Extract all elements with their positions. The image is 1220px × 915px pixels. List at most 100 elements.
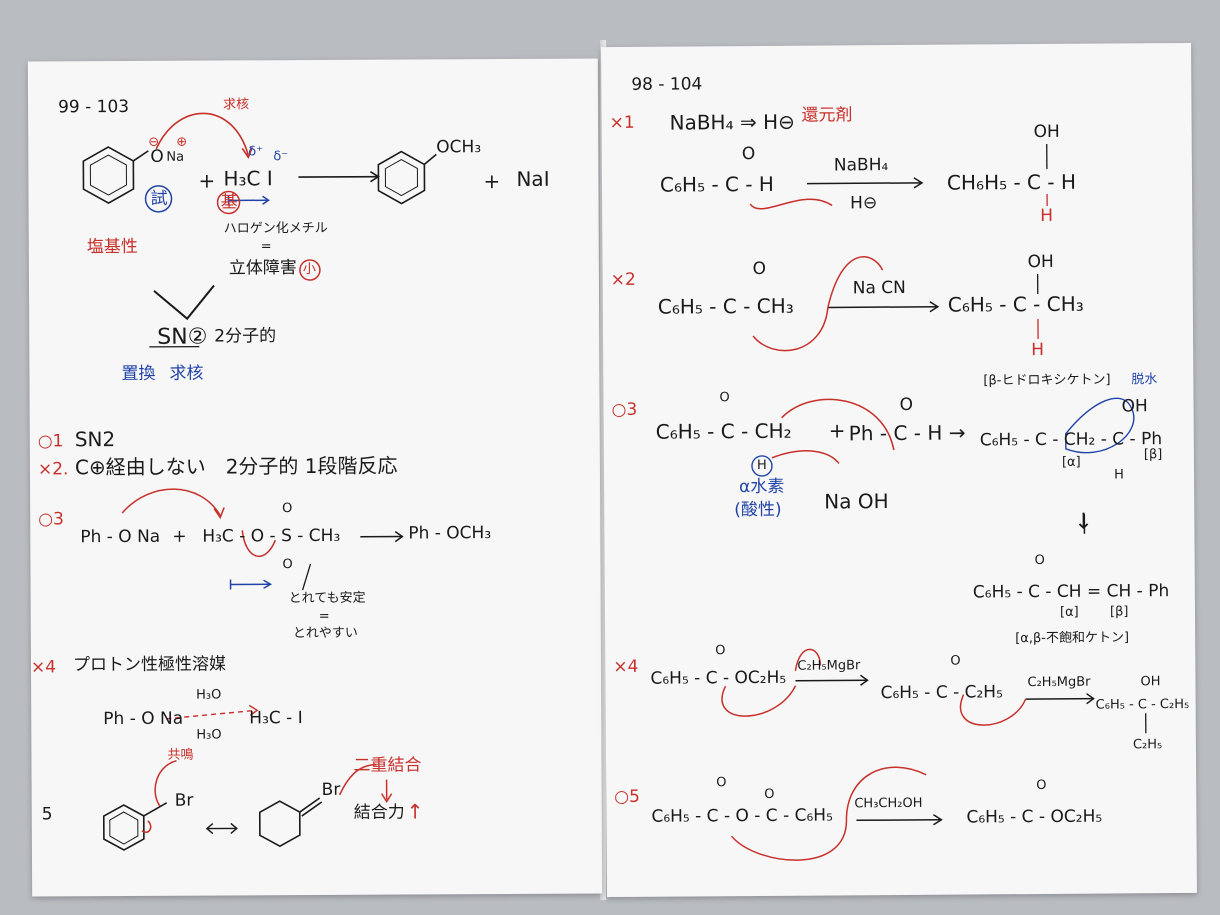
q3-phenoxide: Ph - O Na (80, 526, 161, 548)
r3-aldol-product: C₆H₅ - C - CH₂ - C - Ph (979, 429, 1163, 451)
q3-product: Ph - OCH₃ (408, 523, 492, 544)
r3-alpha-hydrogen-circle: H (756, 457, 767, 473)
r4-ketone: C₆H₅ - C - C₂H₅ (880, 682, 1003, 704)
r3-acidic-note: (酸性) (734, 499, 782, 521)
r2-reagent: Na CN (852, 277, 906, 299)
q3-note-stable: とれても安定 (288, 590, 366, 607)
q4-hydronium-bottom: H₃O (196, 727, 222, 743)
r5-ethanol: CH₃CH₂OH (854, 795, 923, 812)
r1-reducing-agent: NaBH₄ ⇒ H⊖ (669, 109, 795, 135)
r3-benzaldehyde: Ph - C - H → (848, 420, 966, 446)
r5-oxygen-3: O (1036, 777, 1047, 794)
r3-enone-oxygen: O (1034, 552, 1045, 569)
product-och3: OCH₃ (436, 137, 482, 158)
q4-phenoxide: Ph - O Na (103, 708, 184, 730)
r4-grignard-1: C₂H₅MgBr (797, 658, 861, 674)
r2-hydrogen: H (1031, 339, 1045, 361)
r5-ester-product: C₆H₅ - C - OC₂H₅ (966, 806, 1103, 828)
q3-note-equals: = (318, 608, 330, 624)
bond-strength-up-arrow: ↑ (406, 799, 424, 824)
r3-reactant: C₆H₅ - C - CH₂ (655, 418, 792, 444)
r1-note: 還元剤 (801, 105, 853, 126)
r2-hydroxyl: OH (1027, 251, 1054, 273)
substitution-label: 置換 (121, 363, 156, 385)
r3-alpha-hydrogen-note: α水素 (739, 476, 785, 498)
small-circle-label: 小 (302, 261, 316, 278)
bromine-1: Br (174, 790, 194, 811)
right-page-header: 98 - 104 (631, 74, 703, 95)
q1-mark: ○1 (37, 431, 64, 452)
q4-hydronium-top: H₃O (196, 687, 222, 703)
r3-plus: + (828, 418, 846, 443)
q5-mark: 5 (41, 804, 53, 825)
q2-mark: ×2. (37, 459, 69, 480)
double-bond-label: 二重結合 (353, 755, 422, 776)
r3-beta-label: [β] (1143, 447, 1163, 463)
q3-plus: + (172, 526, 187, 547)
basicity-label: 塩基性 (86, 236, 138, 258)
r3-unsaturated-ketone: [α,β-不飽和ケトン] (1015, 630, 1130, 647)
r3-oxygen-1: O (719, 390, 730, 406)
r2-dehydration: 脱水 (1131, 372, 1158, 388)
r1-reactant: C₆H₅ - C - H (659, 171, 774, 197)
r4-mark: ×4 (613, 656, 639, 677)
reagent-circle-label: 試 (150, 188, 168, 209)
q3-mark: ○3 (38, 509, 64, 530)
plus-sign-2: + (483, 169, 501, 194)
r2-beta-hydroxyketone: [β-ヒドロキシケトン] (983, 372, 1111, 389)
r4-ester: C₆H₅ - C - OC₂H₅ (650, 667, 787, 689)
q4-solvent: プロトン性極性溶媒 (72, 654, 227, 676)
na-plus-charge: ⊕ (176, 134, 188, 150)
r2-product: C₆H₅ - C - CH₃ (947, 291, 1084, 317)
r1-mark: ×1 (609, 112, 635, 134)
plus-sign-1: + (198, 168, 216, 193)
steric-hindrance-label: 立体障害 (228, 258, 297, 279)
nucleophilic-label: 求核 (169, 363, 204, 384)
r5-oxygen-1: O (716, 775, 727, 791)
phenoxide-o: O (150, 146, 164, 167)
sn2-mechanism: SN② (157, 324, 208, 350)
r3-enone: C₆H₅ - C - CH = CH - Ph (972, 581, 1170, 603)
bond-strength-label: 結合力 (353, 802, 405, 823)
r3-beta-label-2: [β] (1109, 604, 1129, 620)
phenoxide-na: Na (166, 149, 185, 165)
r2-oxygen: O (752, 258, 767, 280)
r1-hydride: H⊖ (850, 193, 878, 214)
q3-o-top: O (282, 501, 293, 517)
r4-oxygen-2: O (950, 653, 961, 669)
q2-answer: C⊕経由しない 2分子的 1段階反応 (74, 453, 398, 480)
r3-mark: ○3 (611, 399, 638, 421)
r2-mark: ×2 (610, 269, 636, 291)
r1-reagent: NaBH₄ (833, 155, 889, 176)
r3-oxygen-2: O (899, 394, 914, 415)
right-page-drawings (721, 143, 1147, 861)
q3-methyl-sulfonate: H₃C - O - S - CH₃ (202, 525, 341, 547)
q3-o-bottom: O (282, 557, 293, 573)
r2-reactant: C₆H₅ - C - CH₃ (657, 293, 794, 319)
q1-answer: SN2 (74, 427, 116, 452)
r3-hydrogen: H (1113, 467, 1124, 483)
r5-anhydride: C₆H₅ - C - O - C - C₆H₅ (651, 805, 833, 827)
r4-grignard-2: C₂H₅MgBr (1027, 674, 1091, 691)
resonance-label: 共鳴 (167, 747, 194, 763)
delta-plus: δ⁺ (248, 144, 264, 160)
r5-mark: ○5 (614, 786, 641, 807)
q4-methyl-iodide: H₃C - I (249, 708, 303, 729)
r5-oxygen-2: O (764, 786, 775, 802)
r4-ethyl: C₂H₅ (1132, 737, 1163, 753)
sodium-iodide: NaI (516, 166, 550, 191)
r3-down-arrow: ↓ (1074, 509, 1093, 535)
nucleophile-note: 求核 (223, 97, 250, 113)
r3-hydroxyl: OH (1121, 396, 1148, 417)
q4-mark: ×4 (30, 657, 57, 678)
methyl-iodide: H₃C I (223, 166, 273, 191)
r3-alpha-label-2: [α] (1059, 604, 1079, 620)
r1-product: CH₆H₅ - C - H (946, 169, 1077, 195)
r1-hydrogen: H (1040, 205, 1054, 227)
left-notebook-page: 99 - 103 求核 ⊖ ⊕ O Na 試 + δ⁺ δ⁻ H₃C I 基 O… (27, 58, 603, 897)
base-circle-label: 基 (220, 192, 238, 213)
bimolecular-label: 2分子的 (214, 326, 277, 347)
r4-alcohol: C₆H₅ - C - C₂H₅ (1095, 696, 1190, 713)
q3-note-leaving: とれやすい (292, 625, 358, 642)
methyl-halide-label: ハロゲン化メチル (223, 220, 328, 237)
